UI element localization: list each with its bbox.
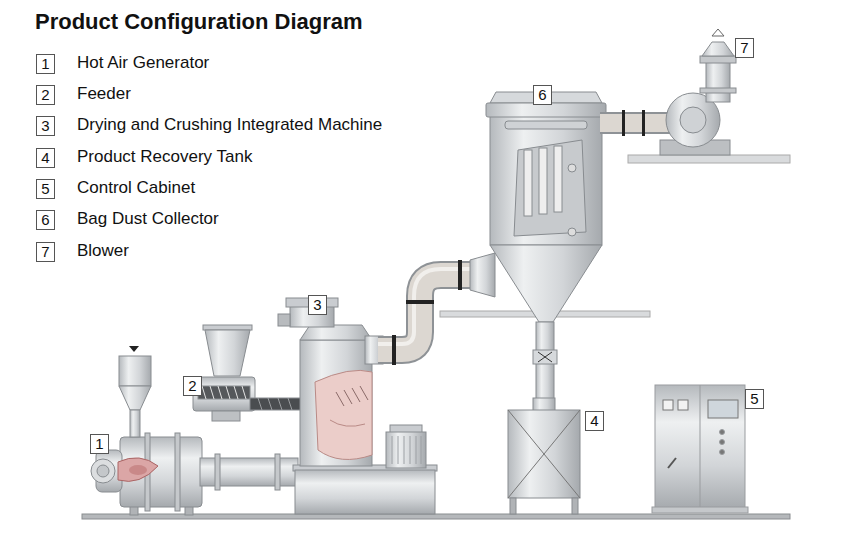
blower-pipe-part — [622, 110, 625, 136]
drying-crushing-machine-part — [386, 432, 426, 468]
part-name: Drying and Crushing Integrated Machine — [77, 114, 382, 136]
control-cabinet-part — [720, 450, 725, 455]
control-cabinet-part — [720, 430, 725, 435]
control-cabinet-part — [663, 400, 673, 410]
drying-crushing-machine-part — [336, 386, 368, 406]
blower-part — [700, 88, 736, 93]
callout-number: 2 — [36, 85, 55, 105]
callout-number: 4 — [36, 148, 55, 168]
feeder-part — [205, 330, 250, 376]
hot-air-generator-part — [175, 433, 180, 511]
part-name: Hot Air Generator — [77, 52, 209, 74]
feeder-part — [258, 398, 292, 410]
blower-part — [700, 56, 736, 63]
callout-number: 7 — [735, 38, 754, 58]
control-cabinet — [652, 385, 748, 513]
drying-crushing-machine-part — [315, 370, 372, 459]
bag-dust-collector-part — [538, 352, 552, 362]
blower-part — [712, 29, 724, 36]
part-name: Control Cabinet — [77, 177, 195, 199]
bag-dust-collector-part — [533, 350, 557, 364]
feeder — [193, 325, 305, 421]
hot-air-generator-part — [120, 437, 202, 507]
blower-part — [628, 155, 790, 163]
feeder-part — [193, 377, 255, 411]
product-recovery-tank-part — [510, 498, 516, 514]
feeder-part — [202, 386, 246, 399]
drying-crushing-machine-part — [278, 314, 290, 326]
blower-part — [706, 62, 730, 102]
control-cabinet-part — [708, 400, 738, 418]
callout-number: 5 — [745, 389, 764, 409]
bag-dust-collector-part — [514, 140, 586, 236]
product-recovery-tank-part — [572, 498, 578, 514]
control-cabinet-part — [678, 400, 688, 410]
bag-dust-collector-part — [568, 164, 576, 172]
callout-number: 7 — [36, 242, 55, 262]
hot-air-pipe-part — [275, 454, 280, 490]
hot-air-generator-part — [130, 410, 140, 437]
part-name: Feeder — [77, 83, 131, 105]
hot-air-generator-part — [97, 465, 109, 477]
callout-number: 2 — [183, 376, 202, 396]
drying-crushing-machine-part — [330, 420, 365, 426]
blower-pipe-part — [642, 110, 645, 136]
drying-crushing-machine-part — [300, 340, 372, 466]
feeder-part — [212, 411, 240, 421]
duct-pipe-part — [406, 300, 434, 304]
feeder-part — [198, 386, 250, 399]
control-cabinet-part — [700, 385, 701, 509]
control-cabinet-part — [720, 440, 725, 445]
callout-number: 6 — [36, 210, 55, 230]
part-name: Product Recovery Tank — [77, 146, 252, 168]
callout-number: 4 — [585, 411, 604, 431]
hot-air-generator — [91, 346, 202, 515]
hot-air-pipe-part — [215, 454, 220, 490]
hot-air-generator-part — [129, 465, 147, 475]
bag-dust-collector — [440, 92, 650, 400]
duct-pipe-part — [458, 260, 462, 290]
callout-number: 1 — [90, 434, 109, 454]
drying-crushing-machine-part — [392, 436, 421, 464]
duct-pipe-part — [392, 335, 396, 365]
blower — [628, 29, 790, 163]
callout-number: 6 — [533, 85, 552, 105]
product-recovery-tank-part — [508, 410, 580, 498]
bag-dust-collector-part — [490, 115, 602, 245]
control-cabinet-part — [668, 458, 676, 468]
hot-air-generator-part — [129, 346, 139, 352]
hot-air-generator-part — [118, 458, 158, 482]
control-cabinet-part — [652, 507, 748, 513]
drying-crushing-machine-part — [295, 470, 435, 514]
hot-air-pipe — [200, 454, 298, 490]
hot-air-generator-part — [119, 386, 151, 410]
product-recovery-tank-part — [508, 410, 580, 498]
feeder-part — [203, 325, 252, 330]
diagram-title: Product Configuration Diagram — [35, 8, 363, 36]
part-name: Bag Dust Collector — [77, 208, 219, 230]
callout-number: 5 — [36, 179, 55, 199]
bag-dust-collector-part — [539, 148, 547, 214]
bag-dust-collector-part — [524, 150, 532, 216]
bag-dust-collector-part — [486, 103, 606, 117]
part-name: Blower — [77, 240, 129, 262]
hot-air-generator-part — [91, 459, 115, 483]
bag-dust-collector-part — [490, 245, 602, 322]
bag-dust-collector-part — [554, 146, 562, 212]
bag-dust-collector-part — [505, 121, 587, 129]
callout-number: 1 — [36, 54, 55, 74]
feeder-part — [250, 398, 305, 410]
bag-dust-collector-part — [470, 253, 495, 297]
callout-number: 3 — [308, 295, 327, 315]
product-recovery-tank — [508, 398, 580, 514]
control-cabinet-part — [655, 385, 745, 509]
duct-pipe-part — [378, 269, 484, 344]
blower-part — [680, 107, 706, 133]
callout-number: 3 — [36, 116, 55, 136]
hot-air-generator-part — [119, 356, 151, 386]
bag-dust-collector-part — [568, 228, 576, 236]
blower-part — [702, 42, 734, 56]
